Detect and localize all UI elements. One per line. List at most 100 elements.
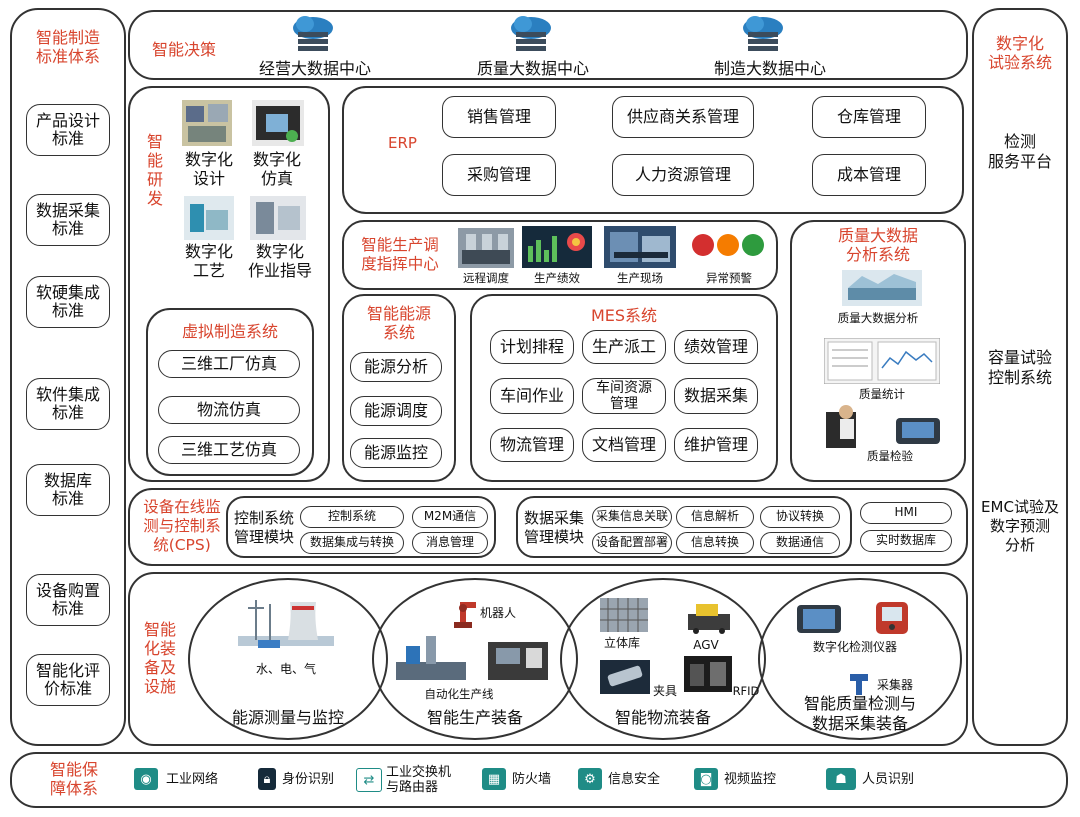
agv-image [688, 604, 730, 634]
cps-label: 设备在线监 测与控制系 统(CPS) [143, 498, 221, 554]
erp-cost: 成本管理 [812, 154, 926, 196]
decision-label: 智能决策 [152, 40, 217, 59]
production-performance-caption: 生产绩效 [534, 271, 580, 285]
production-site-image [604, 226, 676, 268]
standard-product-design: 产品设计 标准 [26, 104, 110, 156]
acq-association-item: 采集信息关联 [592, 506, 672, 528]
firewall-icon: ▦ [482, 768, 506, 790]
energy-analysis: 能源分析 [350, 352, 442, 382]
factory-3d-simulation: 三维工厂仿真 [158, 350, 300, 378]
mes-performance: 绩效管理 [674, 330, 758, 364]
fixture-image [600, 660, 650, 694]
erp-label: ERP [388, 134, 417, 152]
hmi-item: HMI [860, 502, 952, 524]
process-screenshot-icon [184, 196, 234, 240]
mes-workshop-resources: 车间资源 管理 [582, 378, 666, 414]
security-identity: 身份识别 [282, 772, 335, 787]
stereo-warehouse-image [600, 598, 648, 632]
control-system-item: 控制系统 [300, 506, 404, 528]
quality-inspection-caption: 质量检验 [867, 449, 913, 463]
gears-icon: ⚙ [578, 768, 602, 790]
abnormal-warning-caption: 异常预警 [706, 271, 752, 285]
lock-icon: 🔒︎ [258, 768, 276, 790]
quality-analysis-image [842, 270, 922, 306]
logistics-equipment-title: 智能物流装备 [614, 708, 711, 727]
security-industrial-network: 工业网络 [166, 772, 219, 787]
inspection-equipment-title: 智能质量检测与 数据采集装备 [803, 694, 916, 733]
production-equipment-title: 智能生产装备 [426, 708, 523, 727]
standard-equipment-purchase: 设备购置 标准 [26, 574, 110, 626]
decision-panel [128, 10, 968, 80]
acq-config-item: 设备配置部署 [592, 532, 672, 554]
testing-panel [972, 8, 1068, 746]
digital-process: 数字化 工艺 [184, 242, 233, 280]
security-switch-router: 工业交换机 与路由器 [386, 765, 452, 795]
energy-scheduling: 能源调度 [350, 396, 442, 426]
realtime-database-item: 实时数据库 [860, 530, 952, 552]
testing-title: 数字化 试验系统 [987, 34, 1052, 72]
standards-title: 智能制造 标准体系 [35, 28, 100, 66]
digital-simulation: 数字化 仿真 [252, 150, 301, 188]
handheld-meter-image [876, 602, 908, 634]
logistics-simulation: 物流仿真 [158, 396, 300, 424]
erp-human-resources: 人力资源管理 [612, 154, 754, 196]
standard-database: 数据库 标准 [26, 464, 110, 516]
digital-work-instruction: 数字化 作业指导 [247, 242, 312, 280]
m2m-communication-item: M2M通信 [412, 506, 488, 528]
mes-maintenance: 维护管理 [674, 428, 758, 462]
standard-hw-sw-integration: 软硬集成 标准 [26, 276, 110, 328]
mes-logistics: 物流管理 [490, 428, 574, 462]
energy-system-label: 智能能源 系统 [366, 304, 431, 342]
quality-statistics-image [824, 338, 940, 384]
testing-service-platform: 检测 服务平台 [987, 132, 1052, 171]
performance-dashboard-image [522, 226, 592, 268]
collector-image [850, 674, 868, 695]
tablet-tester-image [797, 605, 841, 633]
acq-parsing-item: 信息解析 [676, 506, 754, 528]
acq-conversion-item: 信息转换 [676, 532, 754, 554]
collector-caption: 采集器 [876, 678, 913, 692]
energy-monitoring: 能源监控 [350, 438, 442, 468]
cloud-database-icon [511, 16, 551, 51]
cloud-database-icon [293, 16, 333, 51]
security-firewall: 防火墙 [512, 772, 552, 787]
security-information: 信息安全 [608, 772, 661, 787]
switch-icon: ⇄ [356, 768, 382, 792]
mes-workshop-operation: 车间作业 [490, 378, 574, 414]
acq-communication-item: 数据通信 [760, 532, 840, 554]
design-screenshot-icon [182, 100, 232, 146]
acquisition-module-label: 数据采集 管理模块 [523, 509, 584, 546]
remote-dispatch-image [458, 228, 514, 268]
robot-image [454, 602, 476, 628]
quality-big-data-caption: 质量大数据分析 [837, 311, 919, 325]
robot-caption: 机器人 [479, 606, 516, 620]
work-instruction-screenshot-icon [250, 196, 306, 240]
production-site-caption: 生产现场 [617, 271, 663, 285]
erp-purchasing: 采购管理 [442, 154, 556, 196]
quality-statistics-caption: 质量统计 [859, 387, 905, 401]
automation-line-image [396, 636, 548, 680]
erp-sales: 销售管理 [442, 96, 556, 138]
business-data-center: 经营大数据中心 [258, 59, 371, 78]
mes-data-acquisition: 数据采集 [674, 378, 758, 414]
stereo-warehouse-caption: 立体库 [603, 636, 640, 650]
automation-line-caption: 自动化生产线 [424, 687, 494, 701]
energy-equipment-title: 能源测量与监控 [231, 708, 344, 727]
agv-caption: AGV [693, 638, 719, 652]
digital-design: 数字化 设计 [184, 150, 233, 188]
fixture-caption: 夹具 [652, 684, 677, 698]
data-integration-item: 数据集成与转换 [300, 532, 404, 554]
power-plant-image [238, 600, 334, 648]
security-personnel: 人员识别 [862, 772, 915, 787]
simulation-screenshot-icon [252, 100, 304, 146]
cloud-database-icon [743, 16, 783, 51]
person-icon: ☗ [826, 768, 856, 790]
acq-protocol-item: 协议转换 [760, 506, 840, 528]
manufacturing-data-center: 制造大数据中心 [713, 59, 826, 78]
mes-planning: 计划排程 [490, 330, 574, 364]
alarm-lights-icon [692, 234, 764, 256]
security-panel [10, 752, 1068, 808]
dispatch-center-label: 智能生产调 度指挥中心 [361, 236, 439, 273]
water-electric-gas-caption: 水、电、气 [255, 662, 316, 676]
mes-dispatching: 生产派工 [582, 330, 666, 364]
